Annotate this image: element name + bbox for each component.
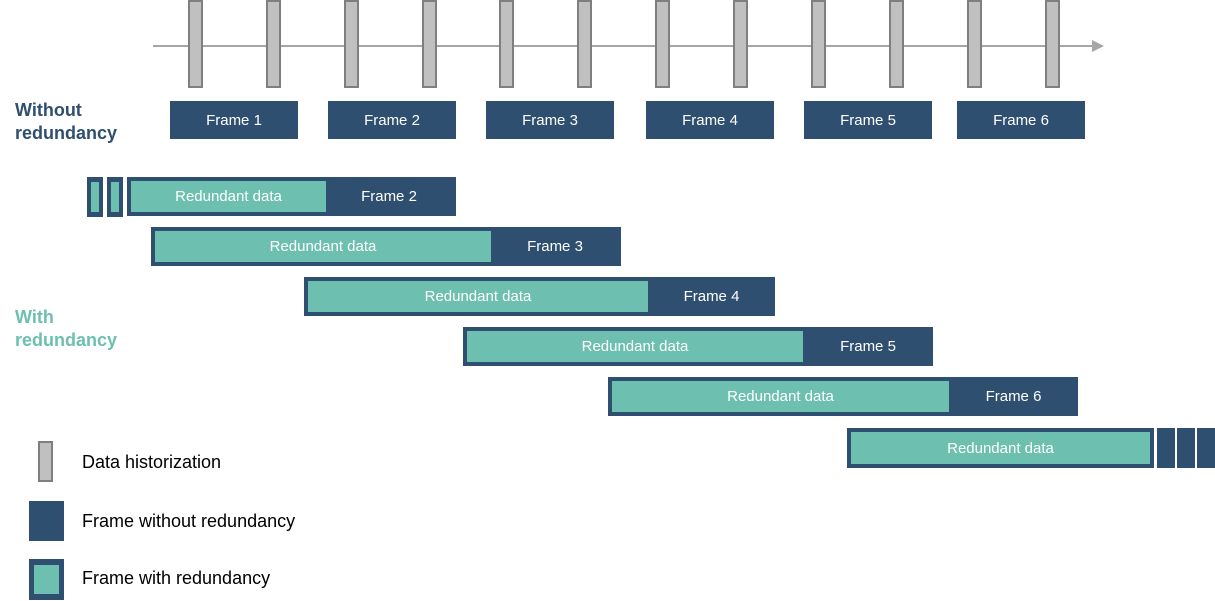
redundant-frame-label: Frame 2 — [361, 188, 417, 205]
historization-tick — [266, 0, 281, 88]
with-redundancy-label: With redundancy — [15, 307, 118, 350]
redundant-frame-4: Redundant data Frame 4 — [304, 277, 775, 316]
redundant-frame-3: Redundant data Frame 3 — [151, 227, 621, 266]
redundant-stub — [107, 177, 123, 217]
legend-historization-label: Data historization — [82, 452, 222, 472]
redundant-stub — [87, 177, 103, 217]
legend-without-label: Frame without redundancy — [82, 511, 296, 531]
redundant-data-block: Redundant data — [131, 181, 326, 212]
historization-tick — [577, 0, 592, 88]
redundant-data-block: Redundant data — [467, 331, 803, 362]
redundant-data-block: Redundant data — [612, 381, 949, 412]
redundant-frame-7: Redundant data — [847, 428, 1154, 468]
redundant-data-block: Redundant data — [851, 432, 1150, 464]
frame-tail-block — [1157, 428, 1175, 468]
legend-without-swatch — [29, 501, 64, 541]
without-redundancy-label: Without redundancy — [15, 100, 118, 143]
redundant-frame-label: Frame 3 — [527, 238, 583, 255]
historization-tick — [733, 0, 748, 88]
historization-tick — [422, 0, 437, 88]
frame-tail-block — [1197, 428, 1215, 468]
frame-2: Frame 2 — [328, 101, 456, 139]
redundant-frame-5: Redundant data Frame 5 — [463, 327, 933, 366]
legend-historization-swatch — [38, 441, 53, 482]
redundant-data-block: Redundant data — [308, 281, 648, 312]
redundant-data-block: Redundant data — [155, 231, 491, 262]
historization-tick — [344, 0, 359, 88]
historization-tick — [499, 0, 514, 88]
timeline-axis — [153, 45, 1093, 47]
historization-tick — [811, 0, 826, 88]
timeline-arrow-icon — [1092, 40, 1104, 52]
historization-tick — [889, 0, 904, 88]
historization-tick — [967, 0, 982, 88]
frame-6: Frame 6 — [957, 101, 1085, 139]
redundant-frame-label: Frame 5 — [840, 338, 896, 355]
redundant-frame-2: Redundant data Frame 2 — [127, 177, 456, 216]
historization-tick — [655, 0, 670, 88]
frame-4: Frame 4 — [646, 101, 774, 139]
historization-tick — [188, 0, 203, 88]
frame-1: Frame 1 — [170, 101, 298, 139]
redundant-frame-label: Frame 4 — [683, 288, 740, 305]
redundant-frame-6: Redundant data Frame 6 — [608, 377, 1078, 416]
frame-3: Frame 3 — [486, 101, 614, 139]
frame-5: Frame 5 — [804, 101, 932, 139]
frame-tail-block — [1177, 428, 1195, 468]
historization-tick — [1045, 0, 1060, 88]
legend-with-label: Frame with redundancy — [82, 568, 271, 588]
redundant-frame-label: Frame 6 — [985, 388, 1042, 405]
legend-with-swatch — [29, 559, 64, 600]
